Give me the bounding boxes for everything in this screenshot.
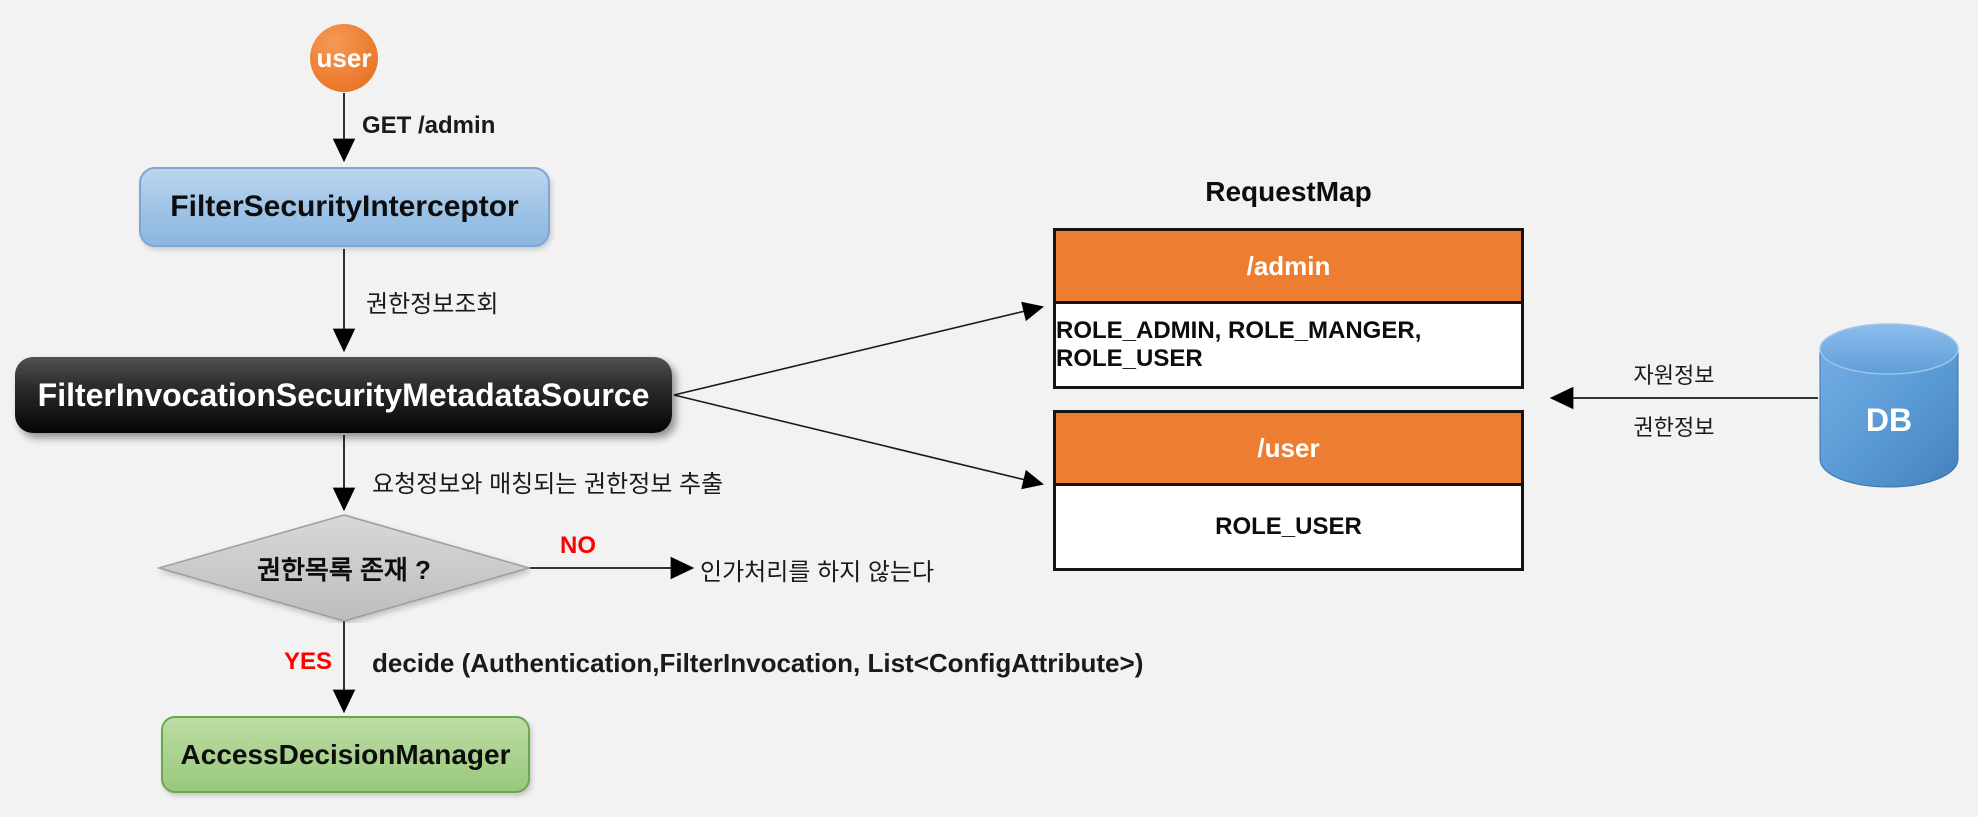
- decide-call-label: decide (Authentication,FilterInvocation,…: [372, 648, 1144, 678]
- decision-diamond-label: 권한목록 존재 ?: [257, 554, 431, 585]
- request-edge-label: GET /admin: [362, 112, 496, 139]
- database-label: DB: [1865, 401, 1913, 438]
- access-decision-manager-node: AccessDecisionManager: [161, 716, 530, 793]
- edge-metadatasource-to-user-map: [673, 394, 1044, 490]
- request-map-title: RequestMap: [1205, 176, 1372, 207]
- db-authority-info-label: 권한정보: [1633, 415, 1715, 440]
- no-branch-result-label: 인가처리를 하지 않는다: [700, 559, 935, 586]
- yes-branch-label: YES: [284, 648, 333, 675]
- request-map-admin-path: /admin: [1246, 250, 1331, 281]
- user-node-label: user: [316, 42, 372, 73]
- request-map-admin-entry: /admin ROLE_ADMIN, ROLE_MANGER, ROLE_USE…: [1053, 228, 1524, 389]
- request-map-user-path: /user: [1257, 432, 1320, 463]
- authority-lookup-edge-label: 권한정보조회: [366, 291, 499, 318]
- access-decision-manager-label: AccessDecisionManager: [180, 738, 511, 770]
- metadata-source-node: FilterInvocationSecurityMetadataSource: [15, 357, 672, 433]
- filter-security-interceptor-label: FilterSecurityInterceptor: [170, 190, 519, 223]
- request-map-user-path-cell: /user: [1056, 413, 1521, 486]
- database-cylinder-icon: [1819, 323, 1959, 488]
- request-map-admin-roles: ROLE_ADMIN, ROLE_MANGER, ROLE_USER: [1056, 317, 1422, 372]
- extract-authority-edge-label: 요청정보와 매칭되는 권한정보 추출: [372, 471, 724, 498]
- metadata-source-label: FilterInvocationSecurityMetadataSource: [37, 376, 650, 413]
- request-map-user-roles-cell: ROLE_USER: [1056, 486, 1521, 568]
- filter-security-interceptor-node: FilterSecurityInterceptor: [139, 167, 550, 247]
- user-node: user: [310, 24, 378, 92]
- no-branch-label: NO: [560, 532, 596, 559]
- db-resource-info-label: 자원정보: [1633, 363, 1715, 388]
- decision-diamond-node: 권한목록 존재 ?: [157, 513, 531, 623]
- edge-metadatasource-to-admin-map: [673, 301, 1044, 396]
- request-map-admin-path-cell: /admin: [1056, 231, 1521, 304]
- request-map-user-roles: ROLE_USER: [1215, 513, 1362, 540]
- database-node: DB: [1819, 322, 1959, 490]
- decision-diamond-shape: [157, 514, 531, 622]
- request-map-admin-roles-cell: ROLE_ADMIN, ROLE_MANGER, ROLE_USER: [1056, 304, 1521, 386]
- request-map-user-entry: /user ROLE_USER: [1053, 410, 1524, 571]
